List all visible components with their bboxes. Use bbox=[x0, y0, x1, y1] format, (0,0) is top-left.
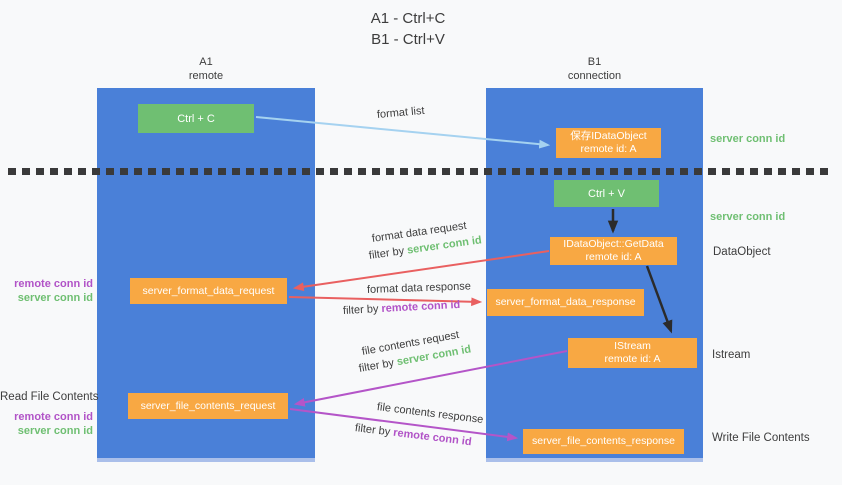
node-idataobject-getdata: IDataObject::GetData remote id: A bbox=[550, 237, 677, 265]
node-istream-line1: IStream bbox=[614, 340, 651, 352]
arrow-format-list bbox=[255, 116, 551, 149]
node-format-request-label: server_format_data_request bbox=[142, 284, 275, 297]
node-file-response-label: server_file_contents_response bbox=[531, 435, 675, 447]
label-left-server-conn-id-top: server conn id bbox=[17, 292, 93, 304]
label-istream: Istream bbox=[712, 349, 751, 361]
label-right-server-conn-id-top: server conn id bbox=[710, 133, 786, 145]
lifeline-a1-name: A1 bbox=[199, 56, 213, 68]
lifeline-header-b1: B1 connection bbox=[486, 55, 703, 83]
node-getdata-line2: remote id: A bbox=[585, 251, 642, 263]
node-server-file-contents-response: server_file_contents_response bbox=[523, 429, 684, 454]
label-read-file-contents: Read File Contents bbox=[0, 391, 99, 403]
label-left-remote-conn-id-top: remote conn id bbox=[14, 278, 93, 290]
arrow-format-data-response bbox=[288, 296, 483, 307]
label-write-file-contents: Write File Contents bbox=[712, 432, 810, 444]
label-right-server-conn-id-mid: server conn id bbox=[710, 211, 786, 223]
node-getdata-line1: IDataObject::GetData bbox=[563, 238, 664, 250]
node-server-file-contents-request: server_file_contents_request bbox=[128, 393, 288, 419]
node-save-idataobject-line1: 保存IDataObject bbox=[570, 130, 647, 142]
node-server-format-data-request: server_format_data_request bbox=[130, 278, 287, 304]
label-left-server-conn-id-bottom: server conn id bbox=[17, 425, 93, 437]
label-left-remote-conn-id-bottom: remote conn id bbox=[14, 411, 93, 423]
node-file-request-label: server_file_contents_request bbox=[140, 399, 276, 412]
title-line-1: A1 - Ctrl+C bbox=[370, 10, 446, 27]
node-ctrl-v: Ctrl + V bbox=[554, 180, 659, 207]
diagram-title: A1 - Ctrl+C B1 - Ctrl+V bbox=[0, 8, 816, 50]
lifeline-a1-role: remote bbox=[188, 70, 224, 82]
arrow-file-contents-request bbox=[293, 350, 568, 407]
node-save-idataobject-line2: remote id: A bbox=[580, 143, 637, 155]
lifeline-b1-role: connection bbox=[567, 70, 622, 82]
node-istream-line2: remote id: A bbox=[604, 353, 661, 365]
node-ctrl-c: Ctrl + C bbox=[138, 104, 254, 133]
arrow-getdata-to-istream bbox=[645, 265, 673, 334]
arrow-format-data-request bbox=[292, 250, 550, 292]
dotted-separator-line bbox=[8, 168, 830, 175]
lifeline-b1-name: B1 bbox=[587, 56, 602, 68]
filter-prefix: filter by bbox=[342, 303, 379, 317]
node-server-format-data-response: server_format_data_response bbox=[487, 289, 644, 316]
lifeline-header-a1: A1 remote bbox=[97, 55, 315, 83]
node-save-idataobject: 保存IDataObject remote id: A bbox=[556, 128, 661, 158]
node-istream: IStream remote id: A bbox=[568, 338, 697, 368]
node-format-response-label: server_format_data_response bbox=[495, 296, 636, 308]
arrow-file-contents-response bbox=[289, 408, 519, 442]
title-line-2: B1 - Ctrl+V bbox=[371, 31, 445, 48]
node-ctrl-v-label: Ctrl + V bbox=[588, 187, 625, 200]
label-dataobject: DataObject bbox=[713, 246, 771, 258]
node-ctrl-c-label: Ctrl + C bbox=[177, 112, 215, 125]
